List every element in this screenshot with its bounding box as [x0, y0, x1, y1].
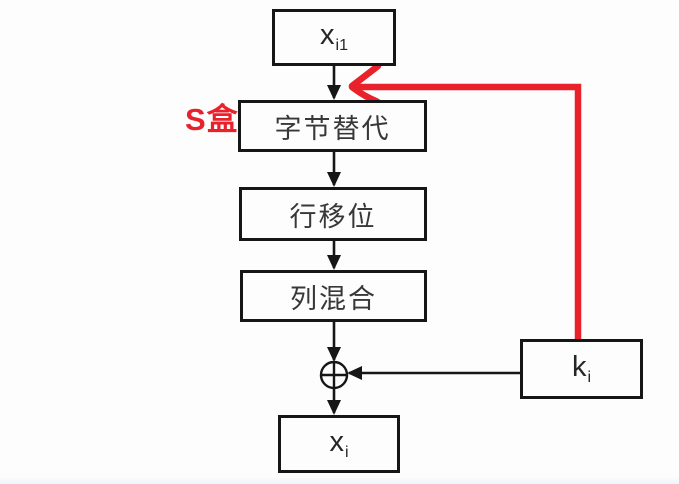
- s-box-annotation: S盒: [185, 102, 239, 137]
- node-output-state: xi: [278, 415, 400, 473]
- byte-substitution-label: 字节替代: [274, 113, 391, 144]
- input-state-label: xi1: [320, 19, 348, 54]
- bottom-edge-strip: [0, 477, 679, 484]
- output-state-label: xi: [329, 425, 349, 461]
- round-key-label: ki: [571, 350, 592, 386]
- xor-node: [319, 360, 349, 390]
- node-input-state: xi1: [272, 9, 396, 66]
- node-row-shift: 行移位: [239, 187, 427, 241]
- node-column-mix: 列混合: [240, 270, 427, 322]
- column-mix-label: 列混合: [290, 283, 377, 314]
- node-byte-substitution: 字节替代: [238, 100, 427, 152]
- key-feedback-arrowhead-upper: [348, 62, 382, 90]
- xor-plus-icon: [321, 362, 347, 388]
- node-round-key: ki: [520, 339, 643, 399]
- xor-circle: [319, 360, 349, 390]
- row-shift-label: 行移位: [289, 201, 377, 232]
